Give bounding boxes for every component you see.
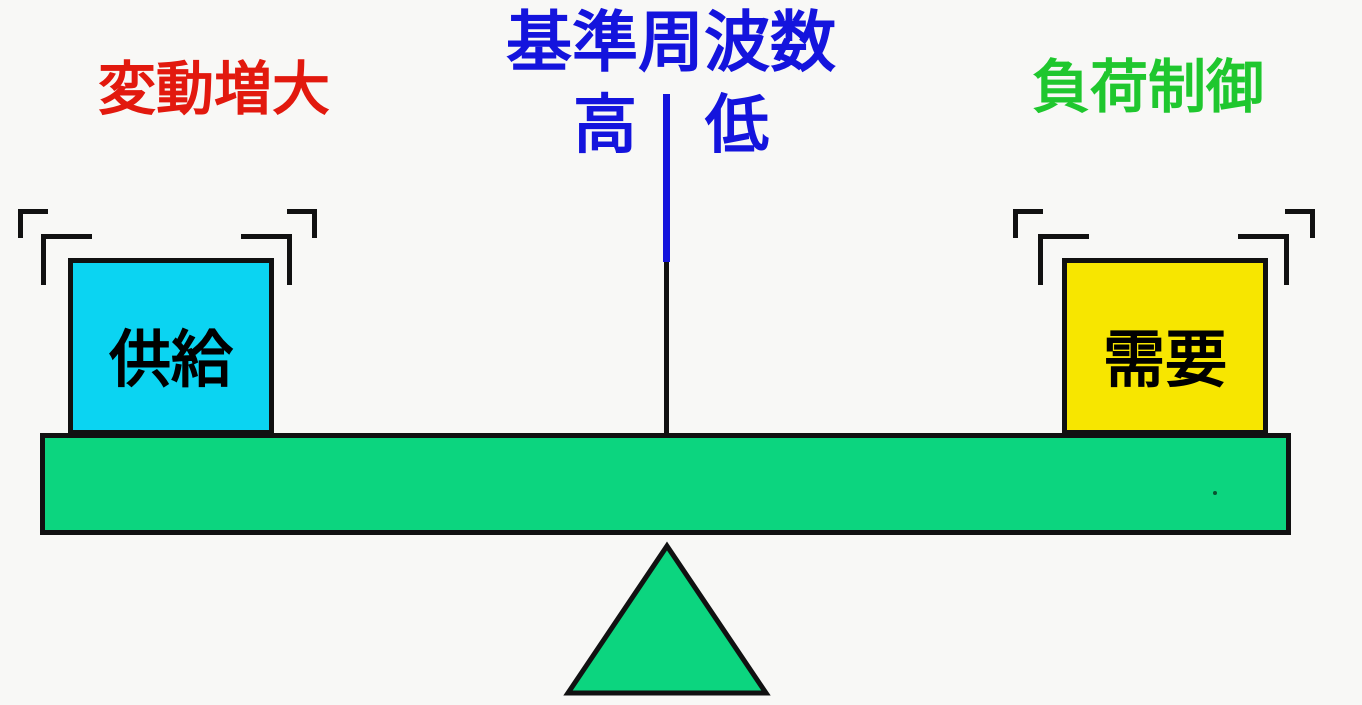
corner-bracket-icon [1013, 209, 1043, 238]
demand-label: 需要 [1102, 322, 1227, 396]
corner-bracket-icon [1038, 234, 1089, 285]
corner-bracket-icon [241, 234, 292, 285]
corner-bracket-icon [1285, 209, 1315, 238]
balance-beam [40, 433, 1291, 535]
supply-label: 供給 [108, 322, 233, 396]
fluctuation-increase-label: 変動増大 [98, 55, 331, 123]
demand-box: 需要 [1062, 258, 1268, 435]
fulcrum-triangle [563, 541, 771, 696]
reference-frequency-title: 基準周波数 [506, 4, 836, 81]
corner-bracket-icon [41, 234, 92, 285]
corner-bracket-icon [287, 209, 317, 238]
pointer-needle-lower [664, 262, 669, 434]
corner-bracket-icon [18, 209, 48, 238]
speck-artifact [1213, 491, 1217, 495]
corner-bracket-icon [1238, 234, 1289, 285]
supply-box: 供給 [68, 258, 274, 435]
scale-high-label: 高 [573, 89, 637, 163]
scale-low-label: 低 [705, 89, 769, 163]
pointer-needle-upper [663, 94, 670, 262]
load-control-label: 負荷制御 [1032, 53, 1265, 121]
